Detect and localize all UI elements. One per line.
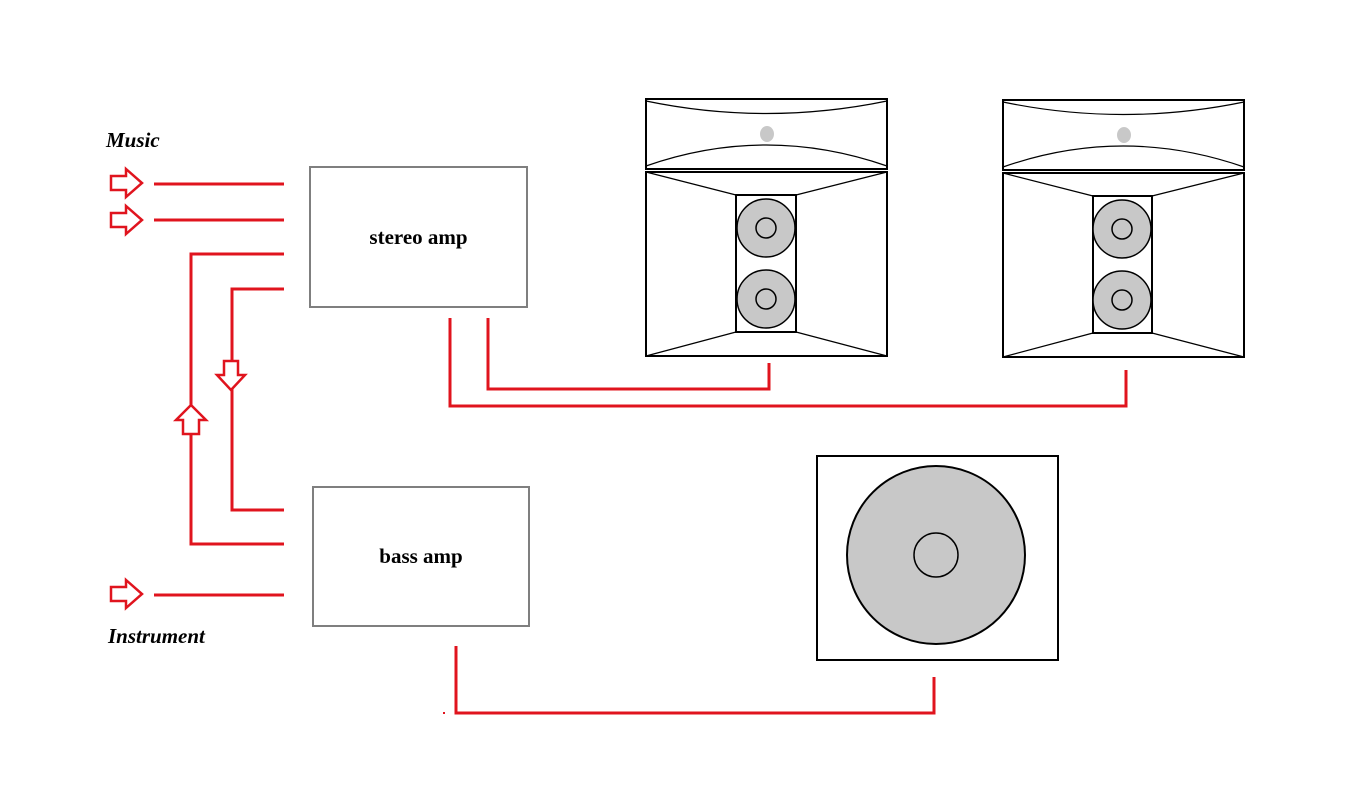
- left-driver-1-cap: [755, 217, 777, 239]
- instrument-arrow-icon: [109, 577, 144, 611]
- stereo-to-right-speaker-wire: [448, 318, 1128, 408]
- instrument-label: Instrument: [108, 624, 205, 648]
- bass-to-stereo-wire: [189, 252, 284, 546]
- flow-arrows: [109, 166, 248, 611]
- bass-amp: bass amp: [312, 486, 530, 627]
- right-horn-flare-top: [1002, 101, 1245, 116]
- left-cabinet-flare-lines: [645, 171, 888, 357]
- bass-to-subwoofer-wire: [454, 646, 936, 715]
- down-arrow-icon: [214, 359, 248, 392]
- right-tweeter: [1117, 127, 1131, 143]
- wiring: [154, 182, 1128, 715]
- right-cabinet-flare-lines: [1002, 172, 1245, 358]
- right-speaker: [1002, 99, 1245, 358]
- right-driver-1-cap: [1111, 218, 1133, 240]
- subwoofer: [816, 455, 1059, 661]
- left-driver-2-cap: [755, 288, 777, 310]
- up-arrow-icon: [172, 403, 210, 436]
- left-horn-flare-bottom: [645, 144, 888, 167]
- stereo-amp: stereo amp: [309, 166, 528, 308]
- left-horn-flare-top: [645, 100, 888, 115]
- right-driver-2-cap: [1111, 289, 1133, 311]
- stray-dot: [443, 712, 445, 714]
- left-speaker: [645, 98, 888, 357]
- music-arrow-2-icon: [109, 203, 144, 237]
- music-label: Music: [106, 128, 160, 152]
- bass-amp-label: bass amp: [379, 544, 463, 568]
- stereo-to-left-speaker-wire: [486, 318, 771, 391]
- right-horn-flare-bottom: [1002, 145, 1245, 168]
- left-tweeter: [760, 126, 774, 142]
- stereo-amp-label: stereo amp: [369, 224, 468, 249]
- music-arrow-1-icon: [109, 166, 144, 200]
- subwoofer-cap: [913, 532, 959, 578]
- stereo-to-bass-wire: [230, 287, 284, 512]
